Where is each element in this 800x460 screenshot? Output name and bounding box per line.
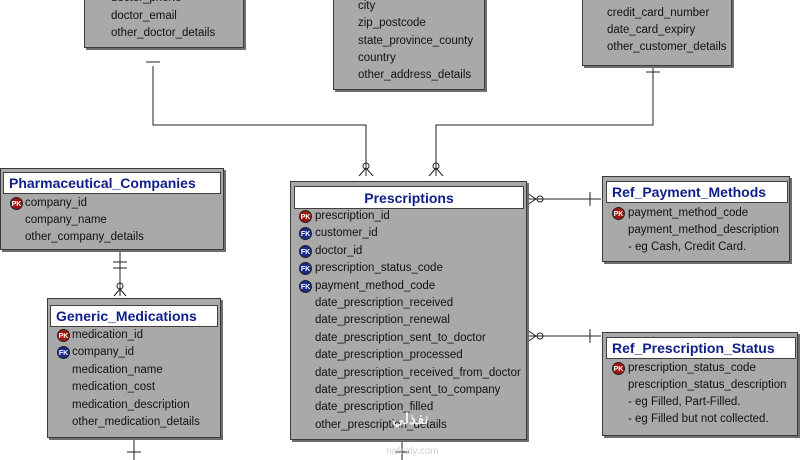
attr-date-prescription-renewal: date_prescription_renewal [315, 314, 450, 326]
primary-key-icon: PK [57, 329, 70, 342]
entity-ref-payment-methods[interactable]: Ref_Payment_Methods PK payment_method_co… [602, 176, 790, 262]
attr-other-customer-details: other_customer_details [607, 41, 727, 53]
primary-key-icon: PK [10, 197, 23, 210]
note-status-example-2: - eg Filled but not collected. [628, 413, 769, 425]
attr-other-address-details: other_address_details [358, 69, 472, 81]
attr-date-prescription-received: date_prescription_received [315, 297, 454, 309]
attr-date-prescription-received-from-doctor: date_prescription_received_from_doctor [315, 367, 521, 379]
primary-key-icon: PK [612, 362, 625, 375]
note-payment-examples: - eg Cash, Credit Card. [628, 241, 747, 253]
attr-credit-card-number: credit_card_number [607, 7, 710, 19]
entity-customers[interactable]: credit_card_number date_card_expiry othe… [582, 0, 732, 66]
entity-ref-prescription-status[interactable]: Ref_Prescription_Status PK prescription_… [602, 332, 798, 436]
attr-date-prescription-processed: date_prescription_processed [315, 349, 463, 361]
relationship-customers-prescriptions [435, 66, 654, 176]
attr-date-prescription-filled: date_prescription_filled [315, 401, 434, 413]
many-marker-generic-a [113, 288, 121, 297]
attr-doctor-phone: doctor_phone [111, 0, 181, 5]
many-marker-prescriptions-customer-a [428, 167, 437, 177]
attr-state-province-county: state_province_county [358, 35, 474, 47]
attr-city: city [358, 0, 376, 12]
entity-title: Ref_Payment_Methods [606, 181, 788, 203]
entity-pharmaceutical-companies[interactable]: Pharmaceutical_Companies PK company_id c… [0, 168, 224, 250]
watermark-url: nafezly.com [386, 446, 439, 457]
foreign-key-icon: FK [299, 227, 312, 240]
attr-other-medication-details: other_medication_details [72, 416, 200, 428]
attr-other-company-details: other_company_details [25, 231, 144, 243]
foreign-key-icon: FK [299, 280, 312, 293]
attr-other-prescription-details: other_prescription_details [315, 419, 447, 431]
attr-company-id-fk: company_id [72, 346, 135, 358]
attr-medication-id: medication_id [72, 329, 143, 341]
primary-key-icon: PK [299, 210, 312, 223]
optional-marker-prescriptions-status [536, 332, 544, 340]
entity-title: Ref_Prescription_Status [606, 337, 796, 359]
many-marker-prescriptions-status-a [526, 329, 537, 337]
watermark-logo: نفذلي [392, 411, 429, 428]
primary-key-icon: PK [612, 207, 625, 220]
entity-title: Pharmaceutical_Companies [3, 172, 221, 194]
optional-marker-generic [116, 282, 124, 290]
attr-doctor-id: doctor_id [315, 245, 363, 257]
attr-payment-method-code: payment_method_code [628, 207, 749, 219]
attr-date-prescription-sent-to-doctor: date_prescription_sent_to_doctor [315, 332, 486, 344]
attr-country: country [358, 52, 396, 64]
relationship-doctors-prescriptions [152, 66, 367, 176]
foreign-key-icon: FK [299, 245, 312, 258]
entity-doctors[interactable]: doctor_phone doctor_email other_doctor_d… [84, 0, 244, 48]
attr-prescription-status-code: prescription_status_code [628, 362, 756, 374]
attr-medication-name: medication_name [72, 364, 163, 376]
attr-company-id: company_id [25, 197, 88, 209]
attr-payment-method-code: payment_method_code [315, 280, 436, 292]
attr-date-prescription-sent-to-company: date_prescription_sent_to_company [315, 384, 501, 396]
attr-prescription-status-description: prescription_status_description [628, 379, 787, 391]
attr-medication-cost: medication_cost [72, 381, 156, 393]
attr-doctor-email: doctor_email [111, 10, 177, 22]
entity-generic-medications[interactable]: Generic_Medications PK medication_id FK … [47, 298, 221, 438]
attr-date-card-expiry: date_card_expiry [607, 24, 696, 36]
many-marker-prescriptions-payment-b [526, 198, 537, 206]
many-marker-prescriptions-status-b [526, 335, 537, 343]
many-marker-generic-b [119, 288, 127, 297]
many-marker-prescriptions-customer-b [435, 167, 444, 177]
attr-payment-method-description: payment_method_description [628, 224, 779, 236]
attr-prescription-status-code: prescription_status_code [315, 262, 443, 274]
foreign-key-icon: FK [299, 262, 312, 275]
many-marker-prescriptions-doctor-b [365, 167, 374, 177]
attr-other-doctor-details: other_doctor_details [111, 27, 216, 39]
attr-zip-postcode: zip_postcode [358, 17, 426, 29]
many-marker-prescriptions-doctor-a [358, 167, 367, 177]
attr-prescription-id: prescription_id [315, 210, 390, 222]
entity-title: Prescriptions [294, 186, 524, 209]
optional-marker-prescriptions-doctor [362, 162, 370, 170]
optional-marker-prescriptions-customer [432, 162, 440, 170]
optional-marker-prescriptions-payment [536, 195, 544, 203]
entity-addresses[interactable]: city zip_postcode state_province_county … [333, 0, 485, 90]
foreign-key-icon: FK [57, 346, 70, 359]
entity-prescriptions[interactable]: Prescriptions PK prescription_id FK cust… [290, 181, 527, 440]
many-marker-prescriptions-payment-a [526, 192, 537, 200]
entity-title: Generic_Medications [50, 305, 218, 327]
note-status-example-1: - eg Filled, Part-Filled. [628, 396, 741, 408]
attr-company-name: company_name [25, 214, 107, 226]
attr-medication-description: medication_description [72, 399, 190, 411]
attr-customer-id: customer_id [315, 227, 378, 239]
